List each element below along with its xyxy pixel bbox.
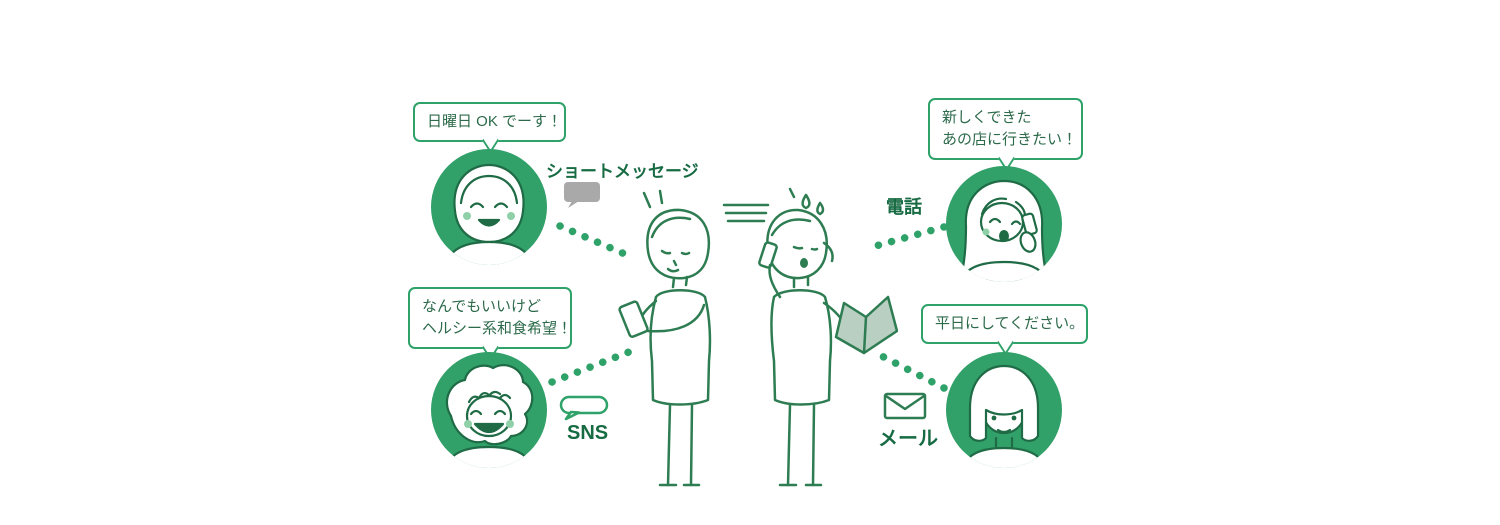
channel-label-sns: SNS [567, 422, 609, 444]
channel-label-mail: メール [878, 428, 938, 450]
avatar-sms [431, 149, 547, 265]
avatar-mail-face-illustration [961, 364, 1047, 468]
envelope-icon [883, 391, 927, 426]
avatar-phone-face-illustration [958, 179, 1050, 282]
connector-sns [548, 346, 638, 386]
speech-bubble-text: あの店に行きたい！ [942, 130, 1078, 148]
speech-bubble-text: ヘルシー系和食希望！ [422, 319, 573, 337]
figure-woman-phone-call [758, 187, 898, 487]
connector-phone [868, 223, 948, 251]
speech-bubble-text: 日曜日 OK でーす！ [427, 113, 563, 130]
channel-label-phone: 電話 [886, 197, 922, 217]
connector-sms [556, 222, 638, 262]
speech-bubble-text: 新しくできた [942, 109, 1032, 126]
chat-bubble-outline-icon [559, 395, 611, 426]
speech-bubble-mail: 平日にしてください。 [921, 304, 1088, 356]
speech-bubble-phone: 新しくできた あの店に行きたい！ [928, 98, 1083, 171]
speech-bubble-sns: なんでもいいけど ヘルシー系和食希望！ [408, 287, 573, 360]
connector-mail [870, 348, 948, 392]
sms-speech-bubble-icon [563, 181, 603, 214]
figure-woman-smartphone [618, 189, 770, 487]
avatar-phone [946, 166, 1062, 282]
speech-bubble-text: なんでもいいけど [422, 298, 541, 315]
avatar-sns [431, 352, 547, 468]
channel-label-sms: ショートメッセージ [546, 162, 699, 181]
avatar-sms-face-illustration [444, 163, 534, 265]
center-illustration [618, 187, 898, 487]
avatar-mail [946, 352, 1062, 468]
speech-bubble-sms: 日曜日 OK でーす！ [413, 102, 566, 154]
speech-bubble-text: 平日にしてください。 [935, 315, 1085, 332]
avatar-sns-face-illustration [444, 364, 534, 468]
